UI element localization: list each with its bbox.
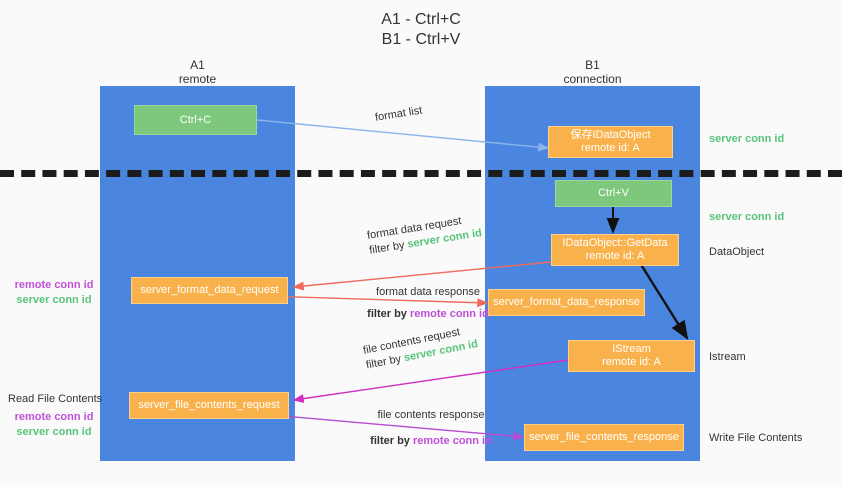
annotation-server-conn-id-top: server conn id: [709, 133, 785, 145]
node-save-idataobject[interactable]: 保存IDataObject remote id: A: [548, 126, 673, 158]
annotation-left-conn-ids-bottom: remote conn id server conn id: [8, 410, 100, 440]
node-getdata-line1: IDataObject::GetData: [562, 237, 668, 249]
lane-a1-sub: remote: [178, 72, 217, 86]
annotation-server-conn-id-mid: server conn id: [709, 211, 785, 223]
edge-label-fcresp-filter: filter by remote conn id: [336, 434, 526, 449]
node-ctrl-v[interactable]: Ctrl+V: [555, 180, 672, 207]
node-server-format-data-response[interactable]: server_format_data_response: [488, 289, 645, 316]
title-line-2: B1 - Ctrl+V: [381, 31, 461, 48]
edge-label-file-contents-response-text: file contents response: [377, 409, 485, 421]
node-istream-line2: remote id: A: [602, 356, 661, 368]
lane-header-b1: B1 connection: [485, 58, 700, 86]
edge-label-format-list-text: format list: [374, 104, 424, 124]
edge-label-format-data-response: format data response filter by remote co…: [338, 285, 518, 322]
node-ctrl-c[interactable]: Ctrl+C: [134, 105, 257, 135]
lane-b1-name: B1: [585, 58, 600, 72]
annotation-istream: Istream: [709, 351, 746, 363]
annotation-dataobject: DataObject: [709, 246, 765, 258]
node-server-format-data-response-label: server_format_data_response: [493, 296, 640, 308]
remote-conn-id-text-2: remote conn id: [412, 435, 492, 447]
node-server-file-contents-response-label: server_file_contents_response: [529, 431, 679, 443]
edge-label-file-contents-response: file contents response filter by remote …: [336, 408, 526, 449]
filter-by-text-2: filter by: [367, 308, 410, 320]
node-ctrl-c-label: Ctrl+C: [179, 113, 212, 126]
node-save-idataobject-line2: remote id: A: [581, 142, 640, 154]
node-istream-line1: IStream: [612, 343, 651, 355]
node-server-file-contents-request-label: server_file_contents_request: [138, 399, 280, 411]
node-getdata-line2: remote id: A: [585, 250, 645, 262]
edge-label-format-data-response-text: format data response: [376, 286, 480, 298]
edge-label-format-list: format list: [374, 104, 423, 126]
edge-label-file-contents-request: file contents request filter by server c…: [362, 322, 479, 373]
annotation-server-conn-id-left-bottom: server conn id: [16, 426, 92, 438]
node-server-file-contents-response[interactable]: server_file_contents_response: [524, 424, 684, 451]
edge-label-fdresp-filter: filter by remote conn id: [338, 307, 518, 322]
annotation-write-file-contents: Write File Contents: [709, 432, 803, 444]
page-title: A1 - Ctrl+C B1 - Ctrl+V: [0, 10, 842, 50]
annotation-remote-conn-id-bottom: remote conn id: [14, 411, 94, 423]
remote-conn-id-text-1: remote conn id: [409, 308, 489, 320]
node-ctrl-v-label: Ctrl+V: [598, 187, 629, 199]
node-server-file-contents-request[interactable]: server_file_contents_request: [129, 392, 289, 419]
node-server-format-data-request[interactable]: server_format_data_request: [131, 277, 288, 304]
node-idataobject-getdata[interactable]: IDataObject::GetData remote id: A: [551, 234, 679, 266]
node-save-idataobject-line1: 保存IDataObject: [570, 129, 651, 141]
annotation-left-conn-ids-top: remote conn id server conn id: [8, 278, 100, 308]
lane-header-a1: A1 remote: [100, 58, 295, 86]
phase-divider: [0, 170, 842, 177]
node-server-format-data-request-label: server_format_data_request: [140, 284, 279, 296]
lane-a1-name: A1: [190, 58, 205, 72]
lane-b1-sub: connection: [563, 72, 622, 86]
title-line-1: A1 - Ctrl+C: [381, 11, 461, 28]
annotation-read-file-contents: Read File Contents: [8, 393, 103, 405]
annotation-server-conn-id-left-top: server conn id: [16, 294, 92, 306]
edge-label-format-data-request: format data request filter by server con…: [366, 211, 483, 258]
filter-by-text-4: filter by: [370, 435, 413, 447]
annotation-remote-conn-id-top: remote conn id: [14, 279, 94, 291]
node-istream[interactable]: IStream remote id: A: [568, 340, 695, 372]
